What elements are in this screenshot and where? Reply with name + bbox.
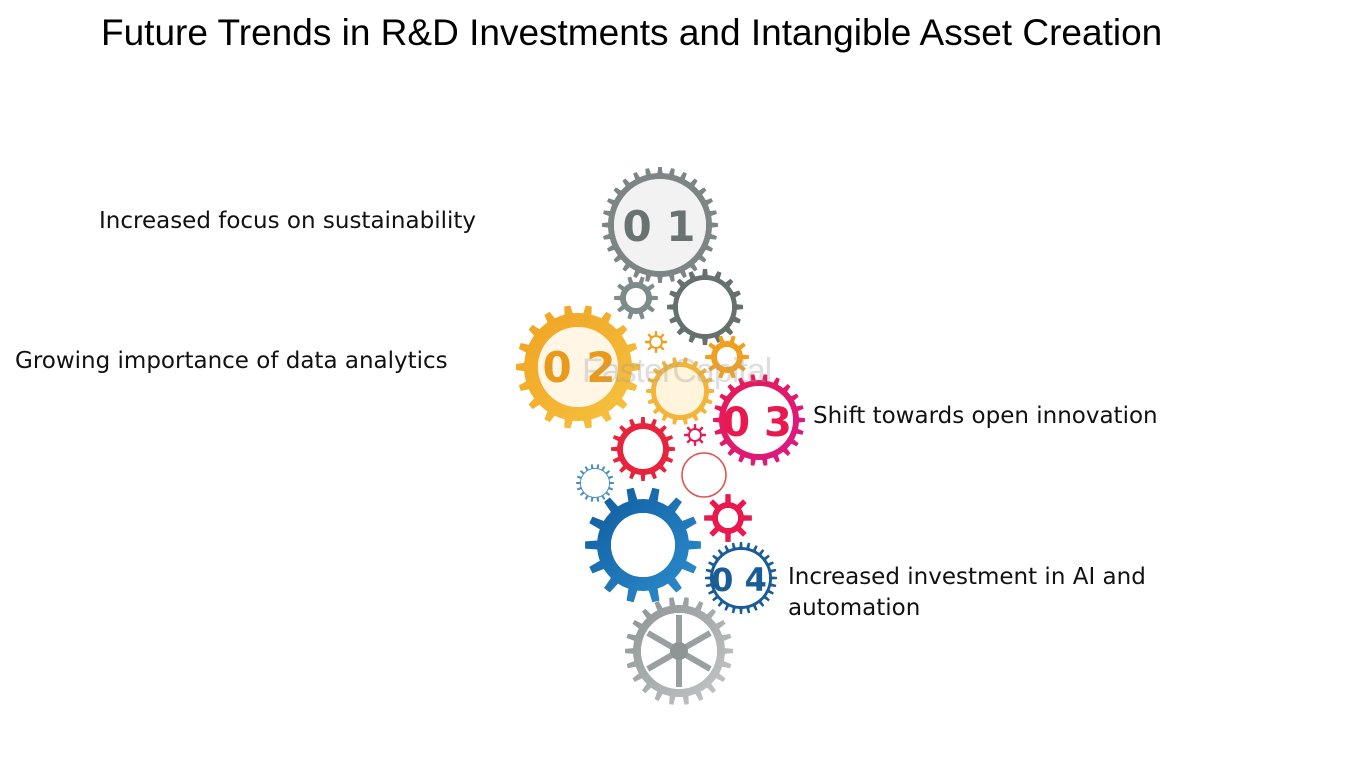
- gear-icon: [704, 494, 752, 542]
- trend-label-04: Increased investment in AI and automatio…: [788, 564, 1146, 621]
- gear-icon: [645, 331, 667, 353]
- gear-icon: [576, 464, 614, 502]
- trend-label-01: Increased focus on sustainability: [99, 208, 477, 234]
- gear-icon: [681, 452, 727, 498]
- gear-icon: [713, 374, 805, 466]
- gear-icon: [646, 357, 714, 425]
- trend-label-02: Growing importance of data analytics: [15, 348, 448, 374]
- wheel-spokes-icon: [646, 615, 712, 687]
- gear-icon: [667, 269, 743, 345]
- watermark-logo: FasterCapital: [582, 352, 772, 390]
- page-title: Future Trends in R&D Investments and Int…: [101, 12, 1163, 53]
- gear-icon: [705, 335, 749, 379]
- gear-number-02: 0 2: [542, 343, 615, 392]
- gear-icon: [585, 487, 701, 603]
- gear-number-01: 0 1: [622, 202, 695, 251]
- trend-label-03: Shift towards open innovation: [813, 403, 1158, 429]
- gear-number-03: 0 3: [722, 400, 792, 446]
- gear-icon: [614, 276, 658, 320]
- gear-icon: [705, 542, 777, 614]
- gear-icon: [684, 424, 706, 446]
- gear-number-04: 0 4: [711, 561, 767, 599]
- gear-icon: [611, 417, 675, 481]
- gear-icon: [516, 305, 640, 429]
- gear-icon: [602, 167, 718, 283]
